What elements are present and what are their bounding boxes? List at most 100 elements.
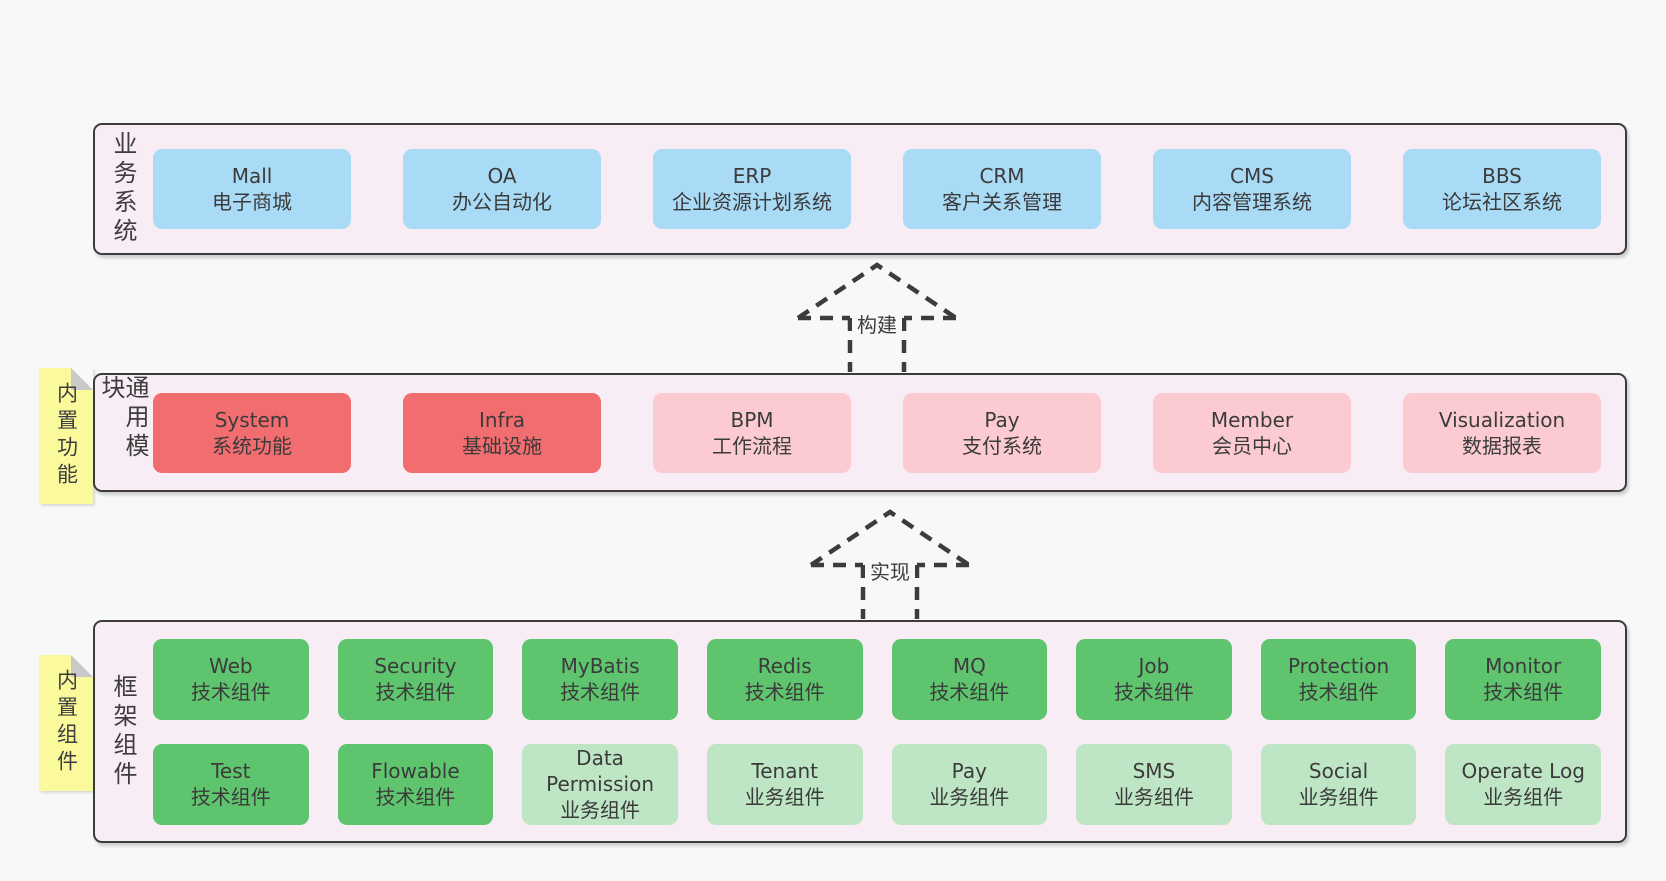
card-mq: MQ 技术组件 [891,638,1048,720]
card-title: MQ [952,654,986,678]
card-erp: ERP 企业资源计划系统 [653,149,851,229]
card-subtitle: 技术组件 [190,785,271,809]
card-subtitle: 业务组件 [1113,785,1194,809]
card-subtitle: 内容管理系统 [1192,190,1312,214]
card-title: System [214,407,290,432]
card-visualization: Visualization 数据报表 [1403,392,1601,473]
arrow-label: 实现 [870,560,910,584]
layer-label-text: 业务系统 [109,131,137,247]
arrow-build-up: 构建 [796,262,958,372]
layer-label-text: 通用模块 [97,375,149,462]
card-subtitle: 业务组件 [1483,785,1564,809]
card-title: Monitor [1485,654,1562,678]
dashed-block-arrow-shape [796,262,958,372]
note-label: 内置组件 [39,655,93,791]
card-title: Web [209,654,253,678]
card-subtitle: 业务组件 [929,785,1010,809]
card-test: Test 技术组件 [153,743,309,825]
card-crm: CRM 客户关系管理 [903,149,1101,229]
card-web: Web 技术组件 [153,638,309,720]
card-title: Job [1138,654,1170,678]
card-mybatis: MyBatis 技术组件 [522,638,678,720]
card-title: Member [1210,407,1294,432]
card-title: Redis [757,654,812,678]
layer-common-modules: 通用模块 System 系统功能 Infra 基础设施 BPM 工作流程 Pay… [93,373,1627,492]
business-cards-row: Mall 电子商城 OA 办公自动化 ERP 企业资源计划系统 CRM 客户关系… [151,125,1625,253]
card-subtitle: 数据报表 [1462,433,1542,458]
card-operate-log: Operate Log 业务组件 [1445,743,1601,825]
card-title: Pay [951,759,987,783]
arrow-label-bg [852,311,902,338]
arrow-label-bg [865,558,915,585]
card-sms: SMS 业务组件 [1076,743,1232,825]
note-label-text: 内置组件 [54,669,79,777]
card-data-permission: Data Permission 业务组件 [522,743,678,825]
card-subtitle: 技术组件 [929,680,1010,704]
card-subtitle: 业务组件 [744,785,825,809]
card-subtitle: 技术组件 [375,785,456,809]
card-subtitle: 技术组件 [1113,680,1194,704]
card-title: Test [211,759,251,783]
card-title: CRM [979,164,1025,188]
components-cards-grid: Web 技术组件 Security 技术组件 MyBatis 技术组件 Redi… [151,622,1625,841]
card-subtitle: 系统功能 [212,433,292,458]
card-bbs: BBS 论坛社区系统 [1403,149,1601,229]
card-subtitle: 技术组件 [190,680,271,704]
sticky-note-built-in-components: 内置组件 [39,655,93,791]
card-title: SMS [1132,759,1176,783]
card-title: Tenant [751,759,818,783]
note-label-text: 内置功能 [54,382,79,490]
card-subtitle: 基础设施 [462,433,542,458]
card-title: MyBatis [560,654,640,678]
card-title: BPM [730,407,774,432]
card-subtitle: 业务组件 [560,798,641,822]
card-title: BBS [1482,164,1522,188]
card-cms: CMS 内容管理系统 [1153,149,1351,229]
layer-label-text: 框架组件 [109,673,137,790]
arrow-label: 构建 [857,313,897,337]
card-title: OA [487,164,517,188]
modules-cards-row: System 系统功能 Infra 基础设施 BPM 工作流程 Pay 支付系统… [151,375,1625,490]
layer-label-components: 框架组件 [95,622,151,841]
layer-business-systems: 业务系统 Mall 电子商城 OA 办公自动化 ERP 企业资源计划系统 CRM… [93,123,1627,255]
note-label: 内置功能 [39,368,93,504]
card-oa: OA 办公自动化 [403,149,601,229]
card-monitor: Monitor 技术组件 [1445,638,1601,720]
layer-label-business: 业务系统 [95,125,151,253]
card-bpm: BPM 工作流程 [653,392,851,473]
card-subtitle: 业务组件 [1298,785,1379,809]
card-subtitle: 电子商城 [212,190,292,214]
card-subtitle: 办公自动化 [452,190,552,214]
card-pay: Pay 支付系统 [903,392,1101,473]
card-title: Protection [1287,654,1390,678]
card-job: Job 技术组件 [1076,638,1232,720]
arrow-implement-up: 实现 [809,509,971,619]
card-subtitle: 技术组件 [1483,680,1564,704]
card-flowable: Flowable 技术组件 [337,743,494,825]
card-title: Mall [231,164,273,188]
card-protection: Protection 技术组件 [1260,638,1417,720]
dashed-block-arrow-shape [809,509,971,619]
card-security: Security 技术组件 [337,638,494,720]
card-social: Social 业务组件 [1260,743,1417,825]
card-redis: Redis 技术组件 [706,638,863,720]
card-subtitle: 技术组件 [1298,680,1379,704]
card-title: Flowable [371,759,460,783]
card-title: Pay [984,407,1020,432]
card-subtitle: 技术组件 [560,680,641,704]
card-subtitle: 论坛社区系统 [1442,190,1562,214]
card-subtitle: 工作流程 [712,433,792,458]
card-title: ERP [732,164,772,188]
card-title: Social [1308,759,1369,783]
layer-framework-components: 框架组件 Web 技术组件 Security 技术组件 MyBatis 技术组件… [93,620,1627,843]
card-infra: Infra 基础设施 [403,392,601,473]
card-subtitle: 客户关系管理 [942,190,1062,214]
card-subtitle: 企业资源计划系统 [672,190,832,214]
card-mall: Mall 电子商城 [153,149,351,229]
card-title: Infra [478,407,526,432]
card-subtitle: 技术组件 [375,680,456,704]
card-subtitle: 技术组件 [744,680,825,704]
sticky-note-built-in-features: 内置功能 [39,368,93,504]
card-system: System 系统功能 [153,392,351,473]
card-pay-component: Pay 业务组件 [891,743,1048,825]
